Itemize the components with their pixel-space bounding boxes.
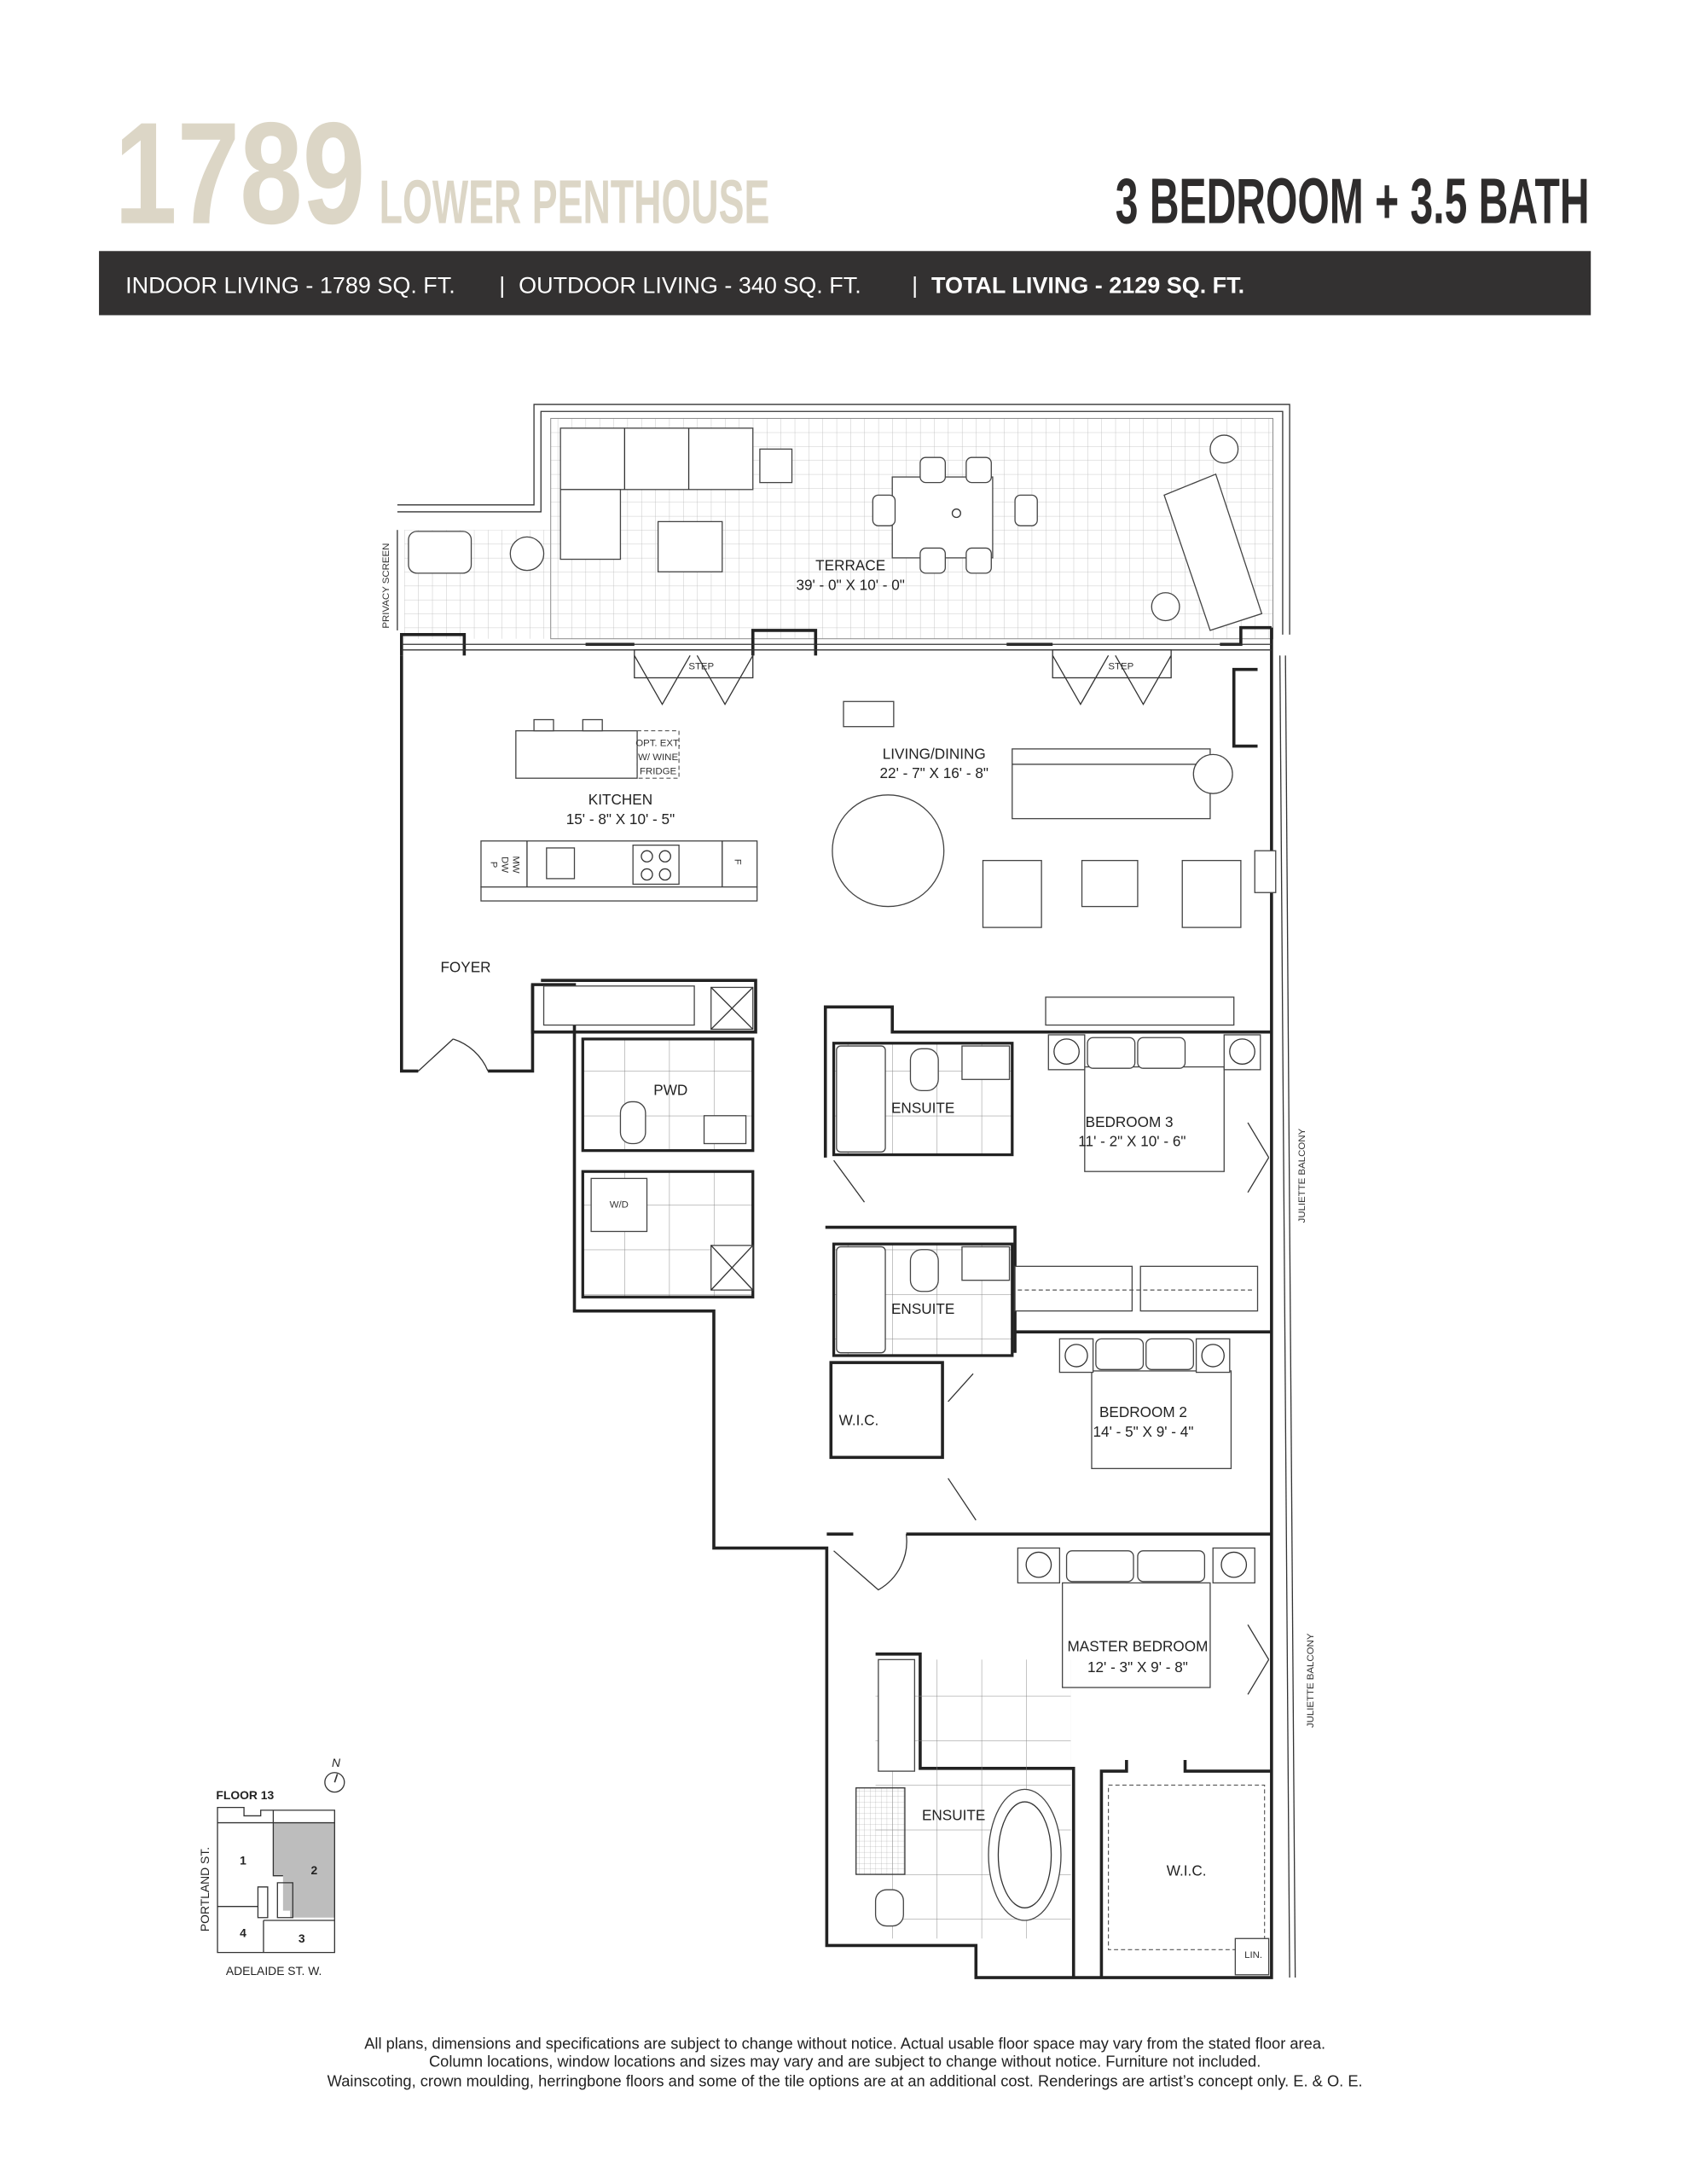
floor-label: FLOOR 13 (216, 1788, 274, 1802)
north-compass-icon (324, 1772, 345, 1793)
separator: | (499, 272, 505, 298)
separator: | (912, 272, 918, 298)
total-area: TOTAL LIVING - 2129 SQ. FT. (931, 272, 1244, 298)
wine-fridge-note: W/ WINE (638, 752, 678, 763)
header: 1789 LOWER PENTHOUSE 3 BEDROOM + 3.5 BAT… (114, 93, 1590, 255)
unit-1: 1 (240, 1854, 246, 1867)
juliette-balcony-label: JULIETTE BALCONY (1297, 1128, 1307, 1223)
kitchen-label: KITCHEN (588, 791, 652, 808)
ensuite-label: ENSUITE (922, 1806, 985, 1823)
master-bedroom-size: 12' - 3" X 9' - 8" (1087, 1658, 1188, 1676)
bedroom-2: ENSUITE W.I.C. BEDROOM 2 14' - 5" X 9' -… (825, 1225, 1272, 1521)
ensuite-label: ENSUITE (891, 1100, 954, 1117)
wine-fridge-note: OPT. EXT. (635, 739, 681, 749)
kitchen-living: OPT. EXT. W/ WINE FRIDGE MW DW P F KITCH… (440, 700, 1242, 975)
microwave-label: MW (511, 856, 521, 874)
wic-label: W.I.C. (1167, 1862, 1207, 1879)
dishwasher-label: DW (499, 857, 509, 873)
living-dining-size: 22' - 7" X 16' - 8" (880, 764, 988, 781)
terrace: TERRACE 39' - 0" X 10' - 0" PRIVACY SCRE… (381, 404, 1290, 640)
linen-label: LIN. (1244, 1950, 1262, 1960)
disclaimer-line: Column locations, window locations and s… (429, 2053, 1261, 2071)
unit-type: LOWER PENTHOUSE (380, 169, 770, 237)
master-bedroom: MASTER BEDROOM 12' - 3" X 9' - 8" JULIET… (826, 1532, 1316, 1978)
unit-number: 1789 (114, 93, 365, 255)
area-bar: INDOOR LIVING - 1789 SQ. FT. | OUTDOOR L… (99, 251, 1591, 316)
bedroom-3: ENSUITE BEDROOM 3 11' - 2" X 10' - 6" JU… (823, 996, 1307, 1223)
privacy-screen-label: PRIVACY SCREEN (381, 543, 391, 629)
laundry-label: W/D (610, 1200, 629, 1211)
powder-laundry: PWD W/D (530, 979, 757, 1298)
bed-bath: 3 BEDROOM + 3.5 BATH (1116, 166, 1590, 237)
master-bedroom-label: MASTER BEDROOM (1067, 1638, 1208, 1655)
unit-2-highlighted: 2 (311, 1863, 318, 1877)
exterior-walls: STEP STEP (399, 625, 1296, 1979)
terrace-size: 39' - 0" X 10' - 0" (796, 577, 904, 594)
unit-4: 4 (240, 1926, 246, 1940)
indoor-area: INDOOR LIVING - 1789 SQ. FT. (125, 272, 455, 298)
unit-3: 3 (299, 1931, 305, 1945)
svg-text:INDOOR LIVING - 1789 SQ. FT.: INDOOR LIVING - 1789 SQ. FT. | OUTDOOR L… (125, 272, 1244, 298)
pwd-label: PWD (653, 1081, 687, 1098)
ensuite-label: ENSUITE (891, 1300, 954, 1317)
foyer-label: FOYER (440, 958, 490, 975)
step-label: STEP (688, 662, 714, 672)
key-plan: FLOOR 13 N 1 2 3 4 PORTLAND ST. ADELAIDE… (198, 1756, 345, 1978)
wic-label: W.I.C. (839, 1412, 879, 1429)
bedroom-2-label: BEDROOM 2 (1099, 1403, 1187, 1420)
disclaimer: All plans, dimensions and specifications… (328, 2034, 1363, 2089)
pantry-label: P (488, 862, 498, 868)
street-west-label: PORTLAND ST. (198, 1847, 212, 1931)
fridge-label: F (732, 859, 742, 865)
kitchen-size: 15' - 8" X 10' - 5" (566, 810, 675, 828)
bedroom-2-size: 14' - 5" X 9' - 4" (1093, 1423, 1194, 1440)
disclaimer-line: Wainscoting, crown moulding, herringbone… (328, 2072, 1363, 2090)
outdoor-area: OUTDOOR LIVING - 340 SQ. FT. (519, 272, 861, 298)
step-label: STEP (1108, 662, 1133, 672)
bedroom-3-size: 11' - 2" X 10' - 6" (1078, 1133, 1186, 1150)
juliette-balcony-label: JULIETTE BALCONY (1306, 1633, 1316, 1728)
disclaimer-line: All plans, dimensions and specifications… (364, 2034, 1325, 2052)
living-dining-label: LIVING/DINING (883, 745, 986, 762)
wine-fridge-note: FRIDGE (640, 766, 677, 776)
bedroom-3-label: BEDROOM 3 (1086, 1113, 1174, 1130)
terrace-label: TERRACE (815, 557, 885, 574)
north-label: N (332, 1756, 341, 1769)
street-south-label: ADELAIDE ST. W. (226, 1964, 322, 1978)
